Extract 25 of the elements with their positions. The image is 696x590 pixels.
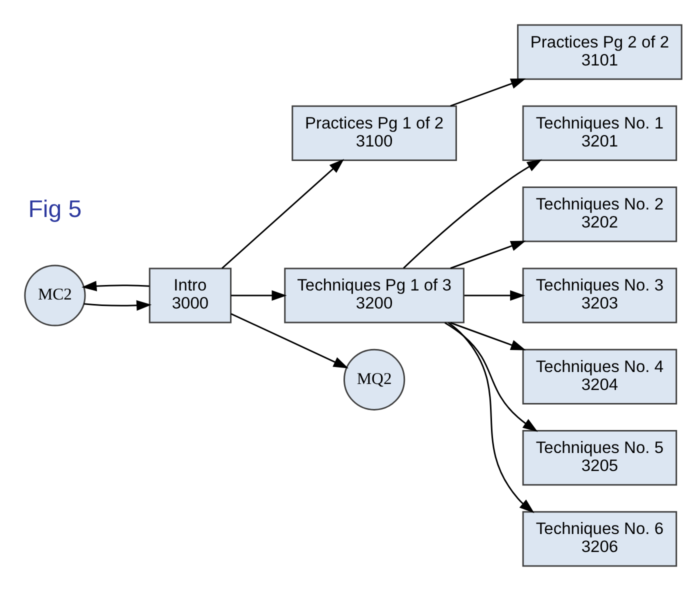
arrow — [231, 290, 287, 300]
node-box: Practices Pg 1 of 2 3100 — [292, 104, 457, 160]
node-box: Techniques No. 6 3206 — [522, 510, 678, 566]
arrow — [82, 280, 150, 291]
node-box: Techniques No. 3 3203 — [522, 267, 678, 323]
arrow — [450, 322, 526, 350]
node-box: Techniques Pg 1 of 3 3200 — [284, 267, 464, 323]
node-box: Techniques No. 5 3205 — [522, 430, 678, 486]
node-box: Intro 3000 — [148, 267, 232, 323]
node-box: Techniques No. 1 3201 — [522, 104, 678, 160]
node-box: Techniques No. 2 3202 — [522, 186, 678, 242]
arrow — [444, 322, 538, 432]
node-box: Practices Pg 2 of 2 3101 — [517, 24, 682, 80]
arrow — [464, 290, 526, 300]
node-box: Techniques No. 4 3204 — [522, 348, 678, 404]
arrow — [450, 78, 526, 106]
label: Fig 5 — [28, 196, 82, 223]
arrow — [222, 158, 344, 268]
arrow — [448, 322, 534, 513]
arrow — [84, 300, 152, 310]
arrow — [403, 158, 542, 268]
node-circle: MQ2 — [344, 348, 406, 410]
arrow — [450, 240, 526, 268]
node-circle: MC2 — [24, 264, 86, 326]
arrow — [230, 312, 348, 368]
